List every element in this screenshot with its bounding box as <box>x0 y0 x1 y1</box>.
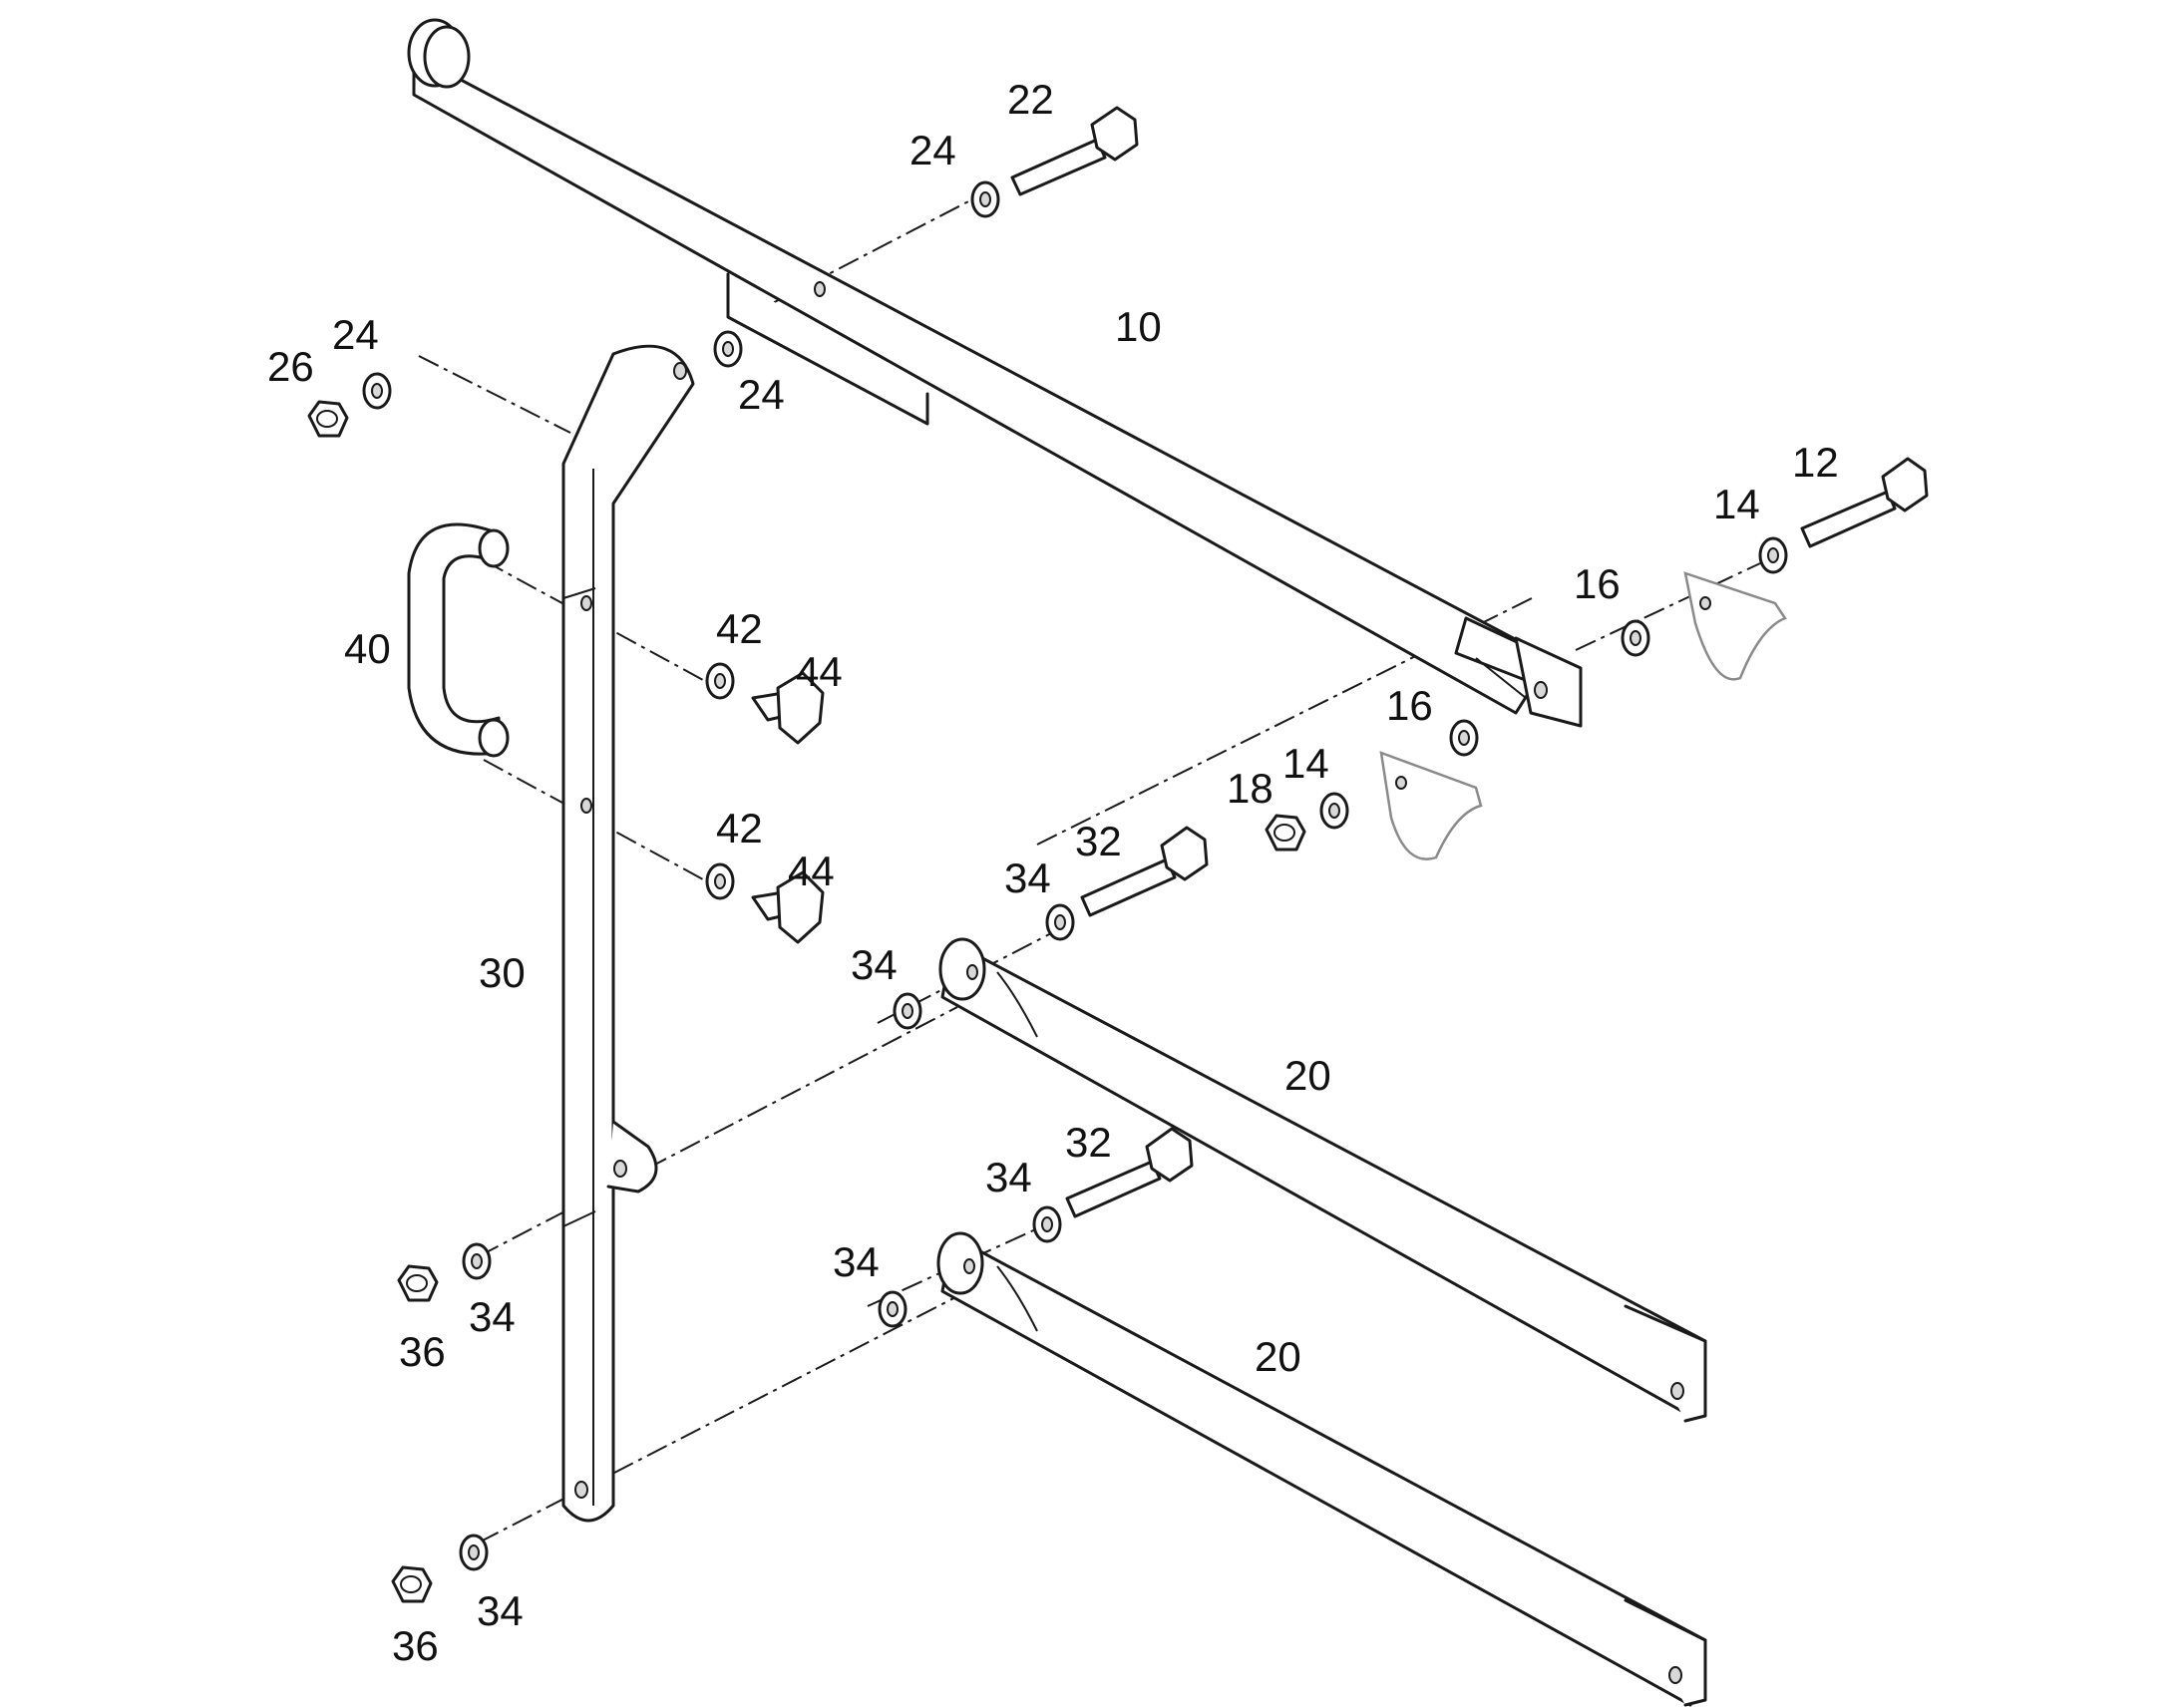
label-16: 16 <box>1574 560 1621 607</box>
label-42: 42 <box>716 605 763 652</box>
plates <box>1379 571 1787 860</box>
label-12: 12 <box>1792 439 1839 486</box>
label-44: 44 <box>796 648 843 695</box>
label-18: 18 <box>1227 765 1273 812</box>
label-36: 36 <box>399 1328 446 1375</box>
label-44: 44 <box>788 848 835 894</box>
callout-labels: 10 12 14 14 16 16 18 20 20 22 24 24 24 2… <box>267 76 1839 1669</box>
bolt-32-upper <box>1080 826 1209 917</box>
label-26: 26 <box>267 343 314 390</box>
label-14: 14 <box>1282 740 1329 787</box>
label-30: 30 <box>479 949 526 996</box>
bolt-12 <box>1800 457 1929 548</box>
bolt-44-upper <box>751 671 825 745</box>
label-20: 20 <box>1255 1333 1301 1380</box>
label-34: 34 <box>477 1587 524 1634</box>
part-10-main-tube <box>407 18 1583 728</box>
label-42: 42 <box>716 805 763 852</box>
label-32: 32 <box>1065 1119 1112 1166</box>
label-14: 14 <box>1713 481 1760 527</box>
label-16: 16 <box>1386 682 1433 729</box>
part-30-vertical-bracket <box>561 344 695 1523</box>
label-34: 34 <box>1004 854 1051 901</box>
part-20-arm-lower <box>936 1231 1707 1707</box>
label-40: 40 <box>344 625 391 672</box>
label-34: 34 <box>469 1293 516 1340</box>
label-34: 34 <box>851 941 898 988</box>
label-34: 34 <box>985 1154 1032 1200</box>
label-32: 32 <box>1075 818 1122 864</box>
bolt-22 <box>1010 106 1139 196</box>
part-20-arm-upper <box>938 937 1707 1423</box>
label-34: 34 <box>833 1238 880 1285</box>
label-36: 36 <box>392 1622 439 1669</box>
label-22: 22 <box>1007 76 1054 123</box>
part-40-handle <box>407 522 510 758</box>
label-10: 10 <box>1115 303 1162 350</box>
label-24: 24 <box>909 127 956 173</box>
bolt-44-lower <box>751 870 825 944</box>
label-20: 20 <box>1284 1052 1331 1099</box>
label-24: 24 <box>738 371 785 418</box>
bolt-32-lower <box>1065 1127 1194 1218</box>
label-24: 24 <box>332 311 379 358</box>
